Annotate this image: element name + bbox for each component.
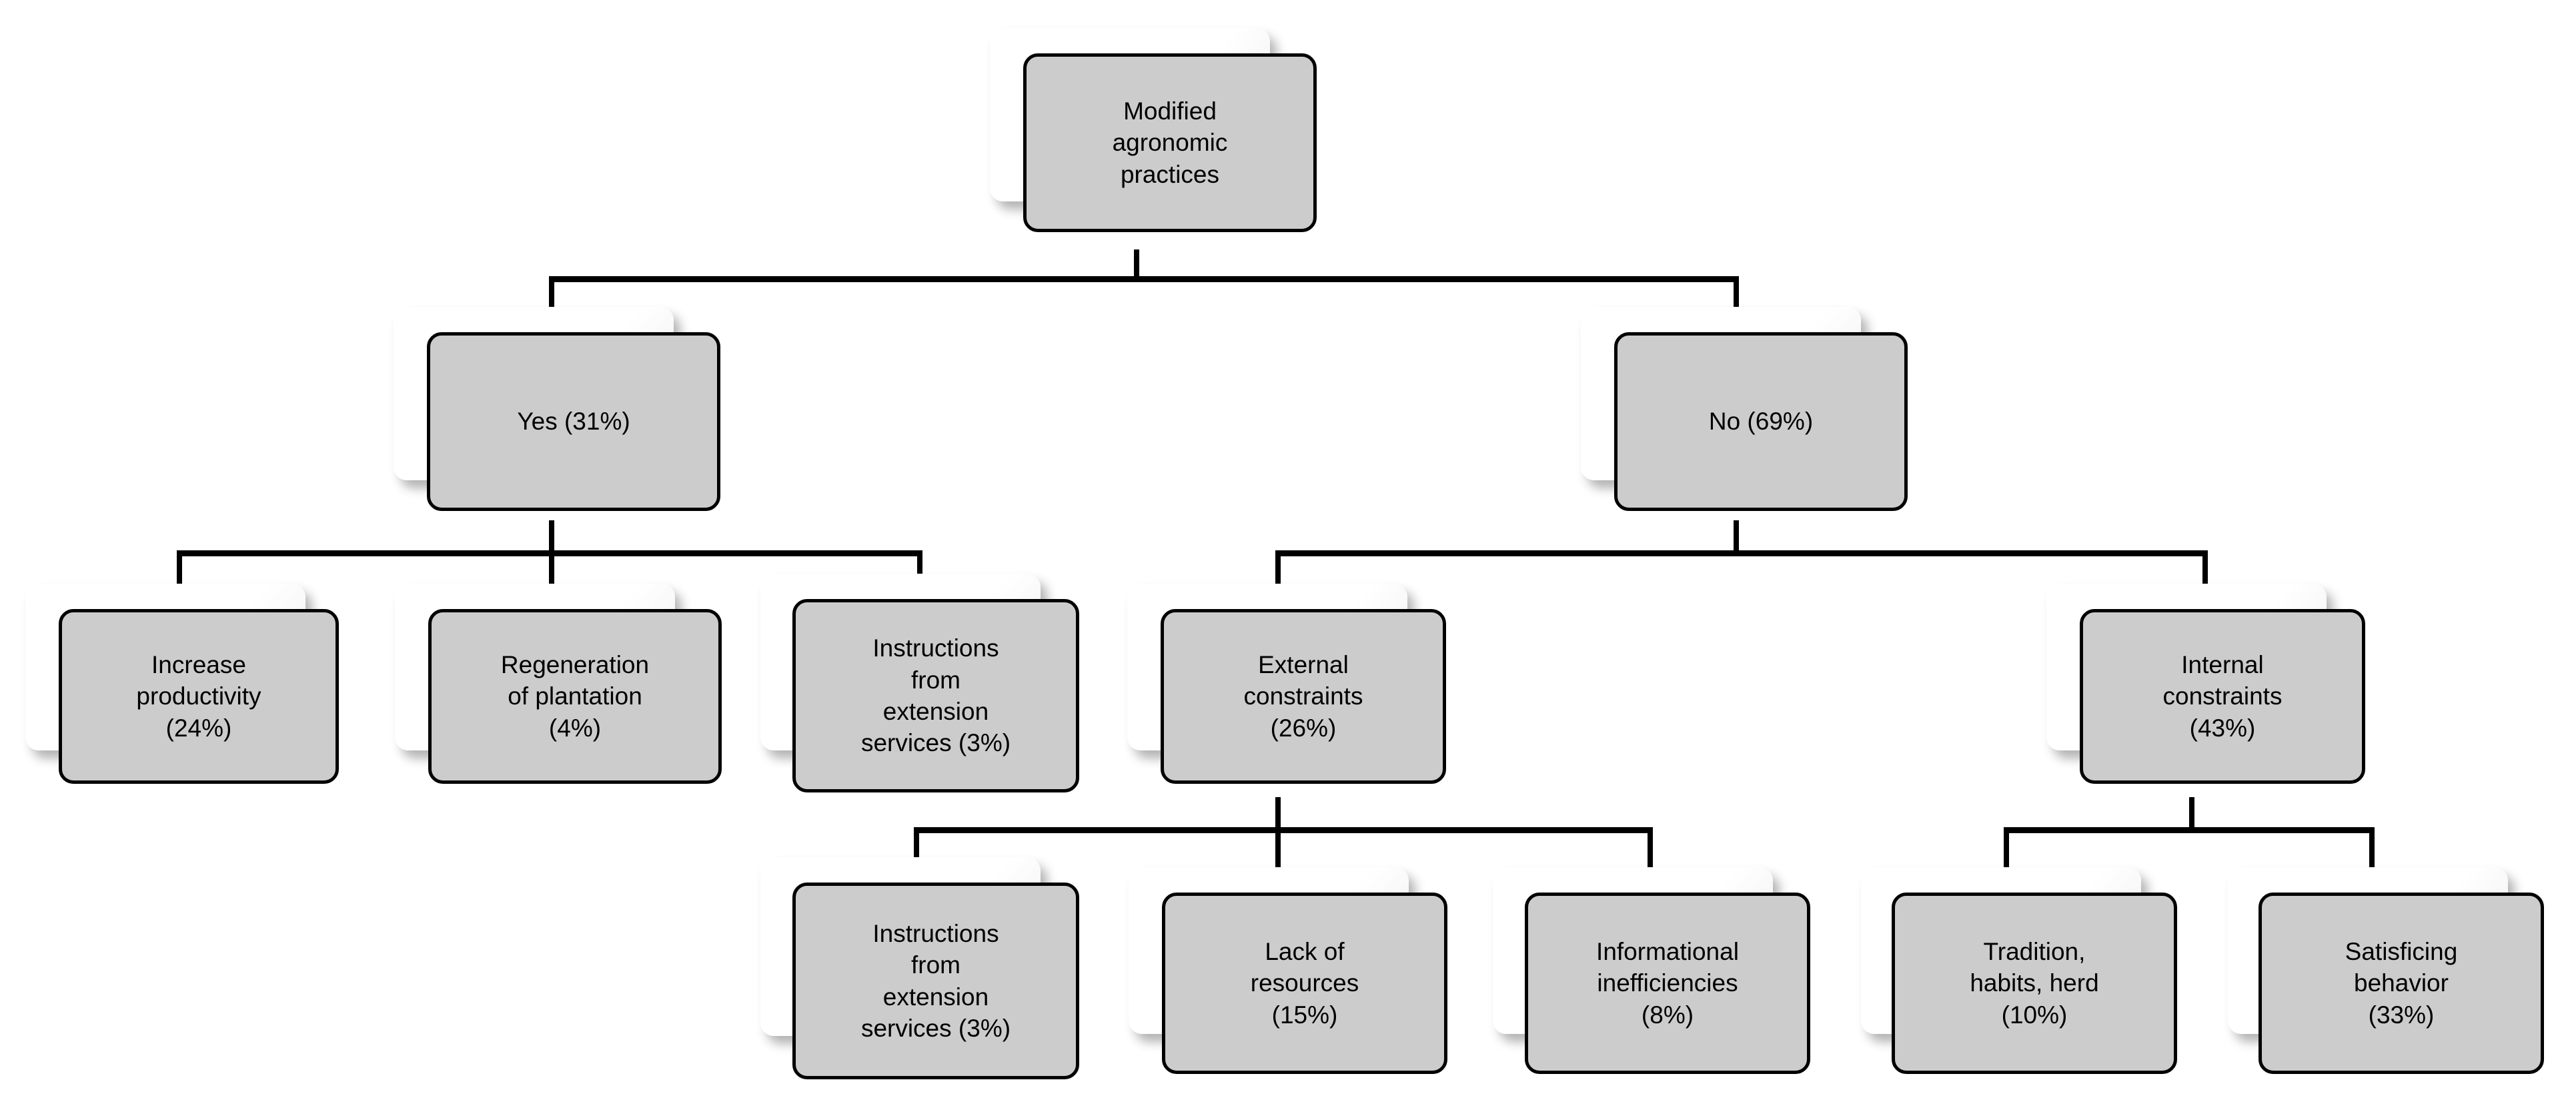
node-yes[interactable]: Yes (31%) [394,307,720,527]
connector-to-no [1734,276,1739,330]
connector-internal-bar [2004,827,2375,833]
node-satisficing-behavior[interactable]: Satisficing behavior (33%) [2228,867,2544,1094]
connector-no-stem [1734,520,1739,555]
connector-external-stem [1275,797,1281,832]
node-increase-productivity[interactable]: Increase productivity (24%) [25,584,339,804]
node-box[interactable]: Instructions from extension services (3%… [792,599,1079,792]
node-external-constraints[interactable]: External constraints (26%) [1127,584,1446,804]
node-box[interactable]: Satisficing behavior (33%) [2259,893,2544,1074]
node-label: Tradition, habits, herd (10%) [1970,937,2099,1029]
node-box[interactable]: Yes (31%) [427,332,720,511]
connector-internal-stem [2189,797,2194,832]
node-label: Increase productivity (24%) [136,650,261,742]
node-box[interactable]: Tradition, habits, herd (10%) [1892,893,2177,1074]
connector-yes-c2 [549,550,554,604]
connector-yes-c1 [177,550,182,604]
connector-no-c1 [1275,550,1281,604]
connector-to-yes [549,276,554,330]
connector-root-stem [1134,249,1139,282]
node-tradition-habits-herd[interactable]: Tradition, habits, herd (10%) [1861,867,2177,1094]
node-instructions-extension-yes[interactable]: Instructions from extension services (3%… [760,574,1081,814]
connector-external-c3 [1648,827,1653,881]
node-box[interactable]: Informational inefficiencies (8%) [1525,893,1810,1074]
node-label: Satisficing behavior (33%) [2345,937,2458,1029]
node-box[interactable]: Internal constraints (43%) [2080,609,2365,784]
node-label: Informational inefficiencies (8%) [1596,937,1739,1029]
node-box[interactable]: Instructions from extension services (3%… [792,883,1079,1079]
node-box[interactable]: Increase productivity (24%) [59,609,339,784]
node-regeneration-of-plantation[interactable]: Regeneration of plantation (4%) [395,584,722,804]
node-box[interactable]: External constraints (26%) [1161,609,1446,784]
connector-external-c2 [1275,827,1281,881]
connector-no-bar [1275,550,2208,556]
node-box[interactable]: Lack of resources (15%) [1162,893,1447,1074]
node-root[interactable]: Modified agronomic practices [990,28,1317,255]
node-label: Instructions from extension services (3%… [860,634,1011,757]
node-label: Internal constraints (43%) [2162,650,2283,742]
connector-yes-stem [549,520,554,555]
connector-external-c1 [914,827,919,881]
node-label: Instructions from extension services (3%… [860,919,1011,1042]
node-label: Modified agronomic practices [1112,97,1228,188]
connector-no-c2 [2202,550,2208,604]
node-label: External constraints (26%) [1243,650,1363,742]
node-box[interactable]: Regeneration of plantation (4%) [428,609,722,784]
connector-internal-c2 [2369,827,2375,881]
node-internal-constraints[interactable]: Internal constraints (43%) [2046,584,2365,804]
connector-root-bar [549,276,1739,282]
node-label: Regeneration of plantation (4%) [500,650,650,742]
node-box[interactable]: Modified agronomic practices [1023,53,1317,232]
node-informational-inefficiencies[interactable]: Informational inefficiencies (8%) [1493,867,1810,1094]
node-label: Yes (31%) [517,408,630,436]
node-no[interactable]: No (69%) [1581,307,1908,527]
node-lack-of-resources[interactable]: Lack of resources (15%) [1129,867,1447,1094]
node-label: No (69%) [1708,408,1814,436]
connector-external-bar [914,827,1653,833]
node-label: Lack of resources (15%) [1250,937,1359,1029]
connector-internal-c1 [2004,827,2009,881]
node-instructions-extension-external[interactable]: Instructions from extension services (3%… [760,857,1081,1104]
node-box[interactable]: No (69%) [1614,332,1908,511]
